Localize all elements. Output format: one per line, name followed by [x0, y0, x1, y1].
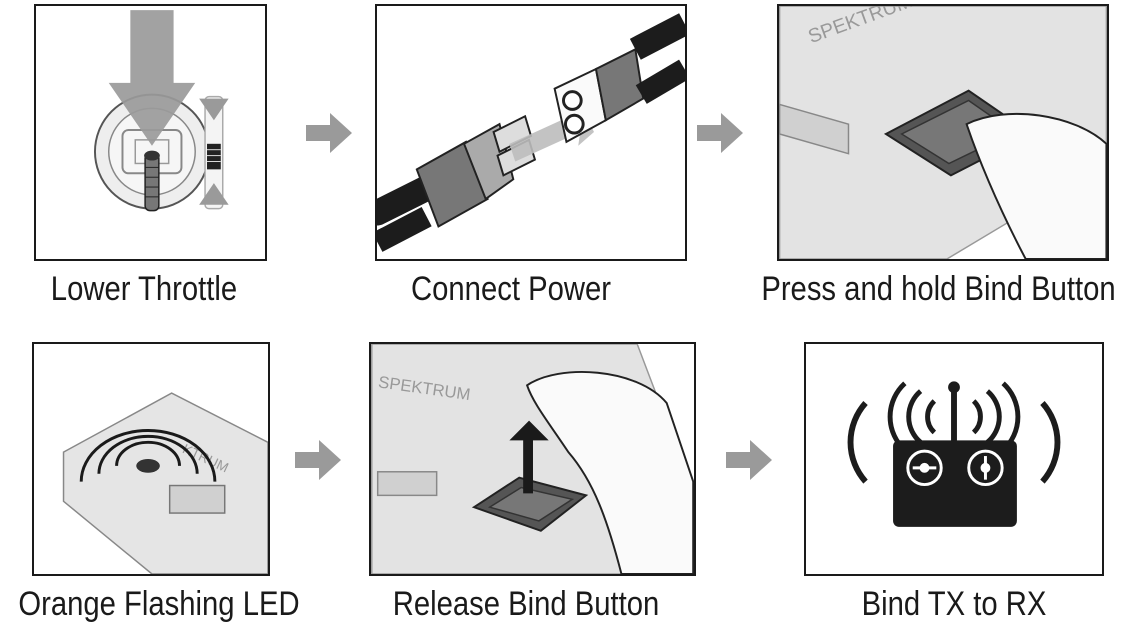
arrow-right-icon: [726, 440, 772, 480]
step-4-panel-orange-led: KTRUM: [32, 342, 270, 576]
battery-connector-illustration: [377, 13, 685, 252]
step-4-label: Orange Flashing LED: [18, 585, 300, 623]
step-3-label: Press and hold Bind Button: [761, 270, 1116, 308]
receiver-release-illustration: SPEKTRUM: [371, 344, 694, 574]
step-5-panel-release-bind: SPEKTRUM: [369, 342, 696, 576]
receiver-press-illustration: SPEKTRUM: [779, 6, 1107, 259]
transmitter-illustration: [847, 381, 1061, 527]
receiver-led-illustration: KTRUM: [62, 392, 268, 574]
step-2-panel-connect-power: [375, 4, 687, 261]
arrow-right-icon: [295, 440, 341, 480]
step-1-panel-lower-throttle: [34, 4, 267, 261]
arrow-right-icon: [306, 113, 352, 153]
step-1-label: Lower Throttle: [50, 270, 238, 308]
step-2-label: Connect Power: [411, 270, 611, 308]
step-6-label: Bind TX to RX: [861, 585, 1047, 623]
step-3-panel-press-bind: SPEKTRUM: [777, 4, 1109, 261]
step-6-panel-bind-tx: [804, 342, 1104, 576]
throttle-illustration: [93, 10, 229, 212]
step-5-label: Release Bind Button: [392, 585, 660, 623]
arrow-right-icon: [697, 113, 743, 153]
